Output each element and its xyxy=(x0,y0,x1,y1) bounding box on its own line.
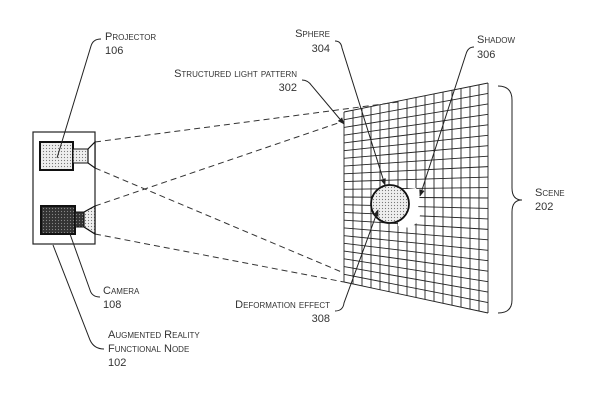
leader-lines xyxy=(52,38,523,350)
node-label-line1: Augmented Reality xyxy=(108,329,200,341)
pattern-ref: 302 xyxy=(279,82,297,94)
sphere-label: Sphere xyxy=(295,28,330,40)
deformation-ref: 308 xyxy=(312,313,330,325)
camera-ref: 108 xyxy=(103,299,121,311)
pattern-label: Structured light pattern xyxy=(174,68,297,80)
camera-label: Camera xyxy=(103,285,140,297)
grid-horizontal-line xyxy=(343,134,489,152)
structured-light-grid xyxy=(343,82,489,314)
grid-horizontal-line xyxy=(343,145,489,159)
scene-brace xyxy=(497,85,523,314)
grid-horizontal-line xyxy=(343,258,489,283)
grid-horizontal-line xyxy=(343,219,489,230)
grid-horizontal-line xyxy=(343,93,489,121)
grid-horizontal-line xyxy=(343,124,489,144)
grid-horizontal-line xyxy=(343,281,489,314)
node-ref: 102 xyxy=(108,357,126,369)
shadow-label: Shadow xyxy=(477,34,515,46)
sphere-ref: 304 xyxy=(312,43,330,55)
scene-ref: 202 xyxy=(535,201,553,213)
projector-label: Projector xyxy=(105,31,156,43)
grid-horizontal-line xyxy=(343,227,489,241)
grid-horizontal-line xyxy=(343,82,489,113)
grid-horizontal-line xyxy=(343,250,489,272)
grid-horizontal-line xyxy=(343,242,489,262)
grid-horizontal-line xyxy=(343,103,489,128)
camera-device xyxy=(40,204,96,236)
scene-label: Scene xyxy=(535,187,565,199)
grid-horizontal-line xyxy=(343,155,489,167)
shadow-ref: 306 xyxy=(477,49,495,61)
grid-horizontal-line xyxy=(343,166,489,175)
sphere xyxy=(370,184,410,224)
grid-horizontal-line xyxy=(343,273,489,303)
projector-ref: 106 xyxy=(105,45,123,57)
grid-horizontal-line xyxy=(343,266,489,293)
grid-horizontal-line xyxy=(343,176,489,182)
node-label-line2: Functional Node xyxy=(108,343,189,355)
deformation-label: Deformation effect xyxy=(235,299,330,311)
projection-lines xyxy=(94,101,399,283)
projector-device xyxy=(39,140,96,171)
